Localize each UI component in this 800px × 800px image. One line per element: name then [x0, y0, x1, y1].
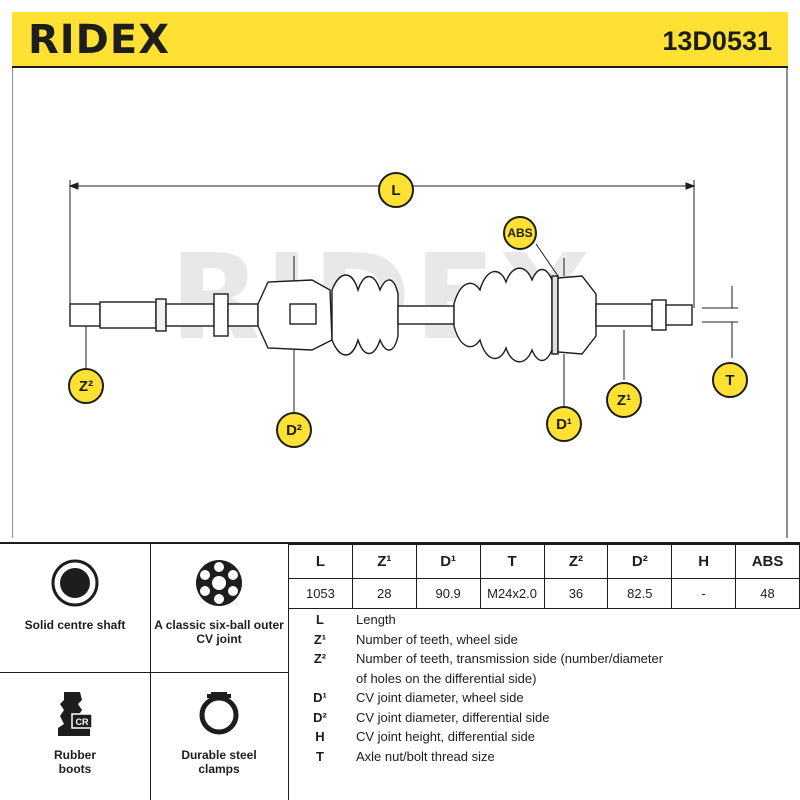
d1-badge: D¹ — [546, 406, 582, 442]
feature-rubber-boots: CR Rubber boots — [10, 674, 140, 800]
legend-text: Length — [356, 612, 396, 628]
feature-label: A classic six-ball outer CV joint — [154, 618, 284, 646]
spec-header: D¹ — [415, 544, 481, 579]
spec-value: 36 — [543, 578, 609, 609]
specification-section: Solid centre shaft A classic six-ball ou… — [0, 542, 800, 800]
spec-value: - — [671, 578, 737, 609]
spec-value: 1053 — [288, 578, 353, 609]
spec-header: ABS — [735, 544, 800, 579]
legend-text: Number of teeth, transmission side (numb… — [356, 651, 664, 667]
spec-value: 28 — [351, 578, 417, 609]
brand-logo: RIDEX — [28, 17, 171, 63]
spec-header: Z¹ — [351, 544, 417, 579]
t-badge: T — [712, 362, 748, 398]
legend-row: Z¹ Number of teeth, wheel side — [288, 630, 800, 650]
legend-row: L Length — [288, 610, 800, 630]
length-badge: L — [378, 172, 414, 208]
spec-header: D² — [607, 544, 673, 579]
legend-key: H — [315, 729, 325, 745]
spec-table-value-row: 1053 28 90.9 M24x2.0 36 82.5 - 48 — [288, 578, 800, 609]
feature-steel-clamps: Durable steel clamps — [152, 674, 286, 800]
spec-legend: L Length Z¹ Number of teeth, wheel side … — [288, 610, 800, 766]
legend-row: Z² Number of teeth, transmission side (n… — [288, 649, 800, 669]
feature-label: Solid centre shaft — [24, 618, 126, 632]
spec-header: H — [671, 544, 737, 579]
spec-header: L — [288, 544, 353, 579]
legend-text: CV joint height, differential side — [356, 729, 535, 745]
spec-table-header-row: L Z¹ D¹ T Z² D² H ABS — [288, 544, 800, 579]
drive-shaft — [69, 267, 693, 363]
legend-key: L — [316, 612, 324, 628]
feature-label: Durable steel clamps — [181, 748, 257, 776]
legend-text: of holes on the differential side) — [356, 670, 537, 686]
spec-value: 90.9 — [415, 578, 481, 609]
spec-value: 82.5 — [607, 578, 673, 609]
legend-row: H CV joint height, differential side — [288, 727, 800, 747]
legend-text: CV joint diameter, differential side — [356, 709, 550, 725]
technical-drawing: RIDEX — [12, 68, 788, 538]
rubber-boot-icon: CR — [58, 692, 93, 736]
header-bar: RIDEX 13D0531 — [12, 12, 788, 68]
abs-badge: ABS — [503, 216, 537, 250]
legend-key: Z¹ — [313, 631, 327, 647]
steel-clamp-icon — [199, 692, 239, 735]
z2-badge: Z² — [68, 368, 104, 404]
feature-solid-shaft: Solid centre shaft — [10, 544, 140, 672]
part-number: 13D0531 — [662, 26, 772, 56]
spec-value: 48 — [735, 578, 800, 609]
legend-key: T — [316, 748, 324, 764]
legend-key: D¹ — [313, 690, 327, 706]
legend-text: CV joint diameter, wheel side — [356, 690, 524, 706]
legend-text: Axle nut/bolt thread size — [356, 748, 495, 764]
legend-key: Z² — [313, 651, 327, 667]
legend-text: Number of teeth, wheel side — [356, 631, 518, 647]
legend-row: of holes on the differential side) — [288, 669, 800, 689]
legend-row: D¹ CV joint diameter, wheel side — [288, 688, 800, 708]
spec-value: M24x2.0 — [479, 578, 545, 609]
d2-badge: D² — [276, 412, 312, 448]
drive-shaft-drawing: RIDEX — [12, 68, 788, 538]
spec-header: T — [479, 544, 545, 579]
feature-six-ball-joint: A classic six-ball outer CV joint — [152, 544, 286, 672]
legend-row: D² CV joint diameter, differential side — [288, 708, 800, 728]
z1-badge: Z¹ — [606, 382, 642, 418]
legend-key: D² — [313, 709, 327, 725]
legend-row: T Axle nut/bolt thread size — [288, 747, 800, 767]
spec-header: Z² — [543, 544, 609, 579]
six-ball-joint-icon — [196, 560, 242, 606]
solid-shaft-icon — [51, 559, 99, 607]
spec-table: L Z¹ D¹ T Z² D² H ABS 1053 28 90.9 M24x2… — [288, 544, 800, 609]
boot-icon-text: CR — [76, 717, 89, 727]
feature-label: Rubber boots — [54, 748, 96, 776]
